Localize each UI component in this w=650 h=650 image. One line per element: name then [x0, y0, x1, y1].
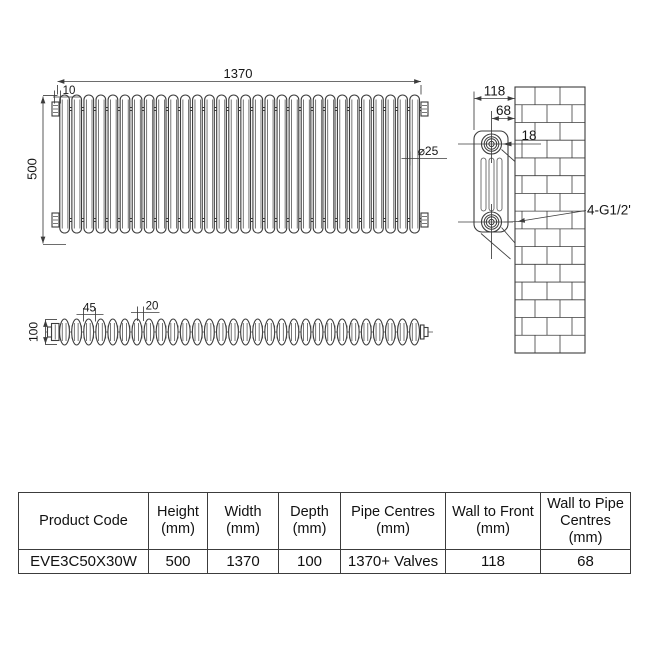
plan-section-oval	[155, 318, 167, 346]
spec-table: Product Code Height(mm) Width(mm) Depth(…	[18, 492, 631, 574]
tube-diameter-label: ⌀25	[418, 144, 439, 158]
header-line: Wall to Pipe	[547, 495, 624, 512]
header-line: (mm)	[376, 521, 410, 537]
radiator-front-columns	[52, 94, 428, 234]
cell-height: 500	[148, 549, 208, 574]
header-line: (mm)	[292, 521, 327, 537]
connection-spec-label: 4-G1/2'	[587, 203, 631, 218]
plan-section-oval	[276, 318, 288, 346]
radiator-technical-drawing: 1370 10 500 ⌀25	[25, 66, 631, 354]
plan-section-oval	[397, 318, 408, 346]
plan-section-oval	[203, 318, 215, 346]
front-offset-dim-label: 10	[63, 85, 76, 97]
front-height-dim-label: 500	[25, 158, 40, 180]
plan-section-oval	[348, 318, 360, 346]
header-line: Height	[157, 504, 199, 520]
plan-section-oval	[264, 318, 276, 346]
plan-section-oval	[240, 318, 252, 346]
side-column-slot	[496, 157, 503, 212]
header-line: Width	[224, 504, 262, 520]
front-view-drawing: 1370 10 500 ⌀25	[25, 66, 447, 245]
side-column-slot	[480, 157, 487, 212]
header-line: Pipe Centres	[351, 504, 435, 520]
plan-view-drawing: 45 20 100	[27, 301, 433, 346]
radiator-end-plugs	[51, 101, 429, 228]
radiator-plan-sections	[59, 318, 421, 346]
arrowhead	[503, 141, 512, 147]
spec-table-header-row: Product Code Height(mm) Width(mm) Depth(…	[18, 492, 631, 550]
plan-section-oval	[107, 318, 119, 346]
plan-section-oval	[191, 318, 203, 346]
plan-section-oval	[409, 318, 421, 346]
connection-leader-line	[517, 210, 587, 223]
header-line: (mm)	[161, 521, 195, 537]
spec-table-data-row: EVE3C50X30W 500 1370 100 1370+ Valves 11…	[18, 549, 631, 574]
col-header-height: Height(mm)	[148, 492, 208, 550]
cell-width: 1370	[207, 549, 279, 574]
plan-section-oval	[288, 318, 300, 346]
plan-section-oval	[59, 318, 70, 346]
plan-section-oval	[179, 318, 191, 346]
plan-section-oval	[324, 318, 336, 346]
plan-section-oval	[71, 318, 83, 346]
plan-section-oval	[336, 318, 348, 346]
pipe-line	[501, 227, 516, 244]
plan-depth-dim-label: 100	[27, 322, 41, 342]
col-header-depth: Depth(mm)	[278, 492, 341, 550]
plan-right-stub	[423, 326, 429, 338]
header-line: Depth	[290, 504, 329, 520]
col-header-product-code: Product Code	[18, 492, 149, 550]
plan-section-oval	[215, 318, 227, 346]
header-line: (mm)	[226, 521, 260, 537]
wall-to-front-dim-label: 118	[484, 84, 506, 99]
pipe-line	[501, 149, 516, 162]
cell-depth: 100	[278, 549, 341, 574]
header-line: (mm)	[568, 529, 603, 546]
wall-to-pipe-dim-label: 68	[496, 103, 511, 118]
front-width-dim-label: 1370	[224, 66, 253, 81]
cell-pipe-centres: 1370+ Valves	[340, 549, 446, 574]
pipe-line	[480, 233, 511, 260]
plan-section-oval	[167, 318, 179, 346]
col-header-wall-to-front: Wall to Front(mm)	[445, 492, 541, 550]
plan-section-oval	[384, 318, 396, 346]
plan-pitch-dim-label: 45	[83, 303, 96, 315]
cell-wall-to-pipe-centres: 68	[540, 549, 631, 574]
plan-left-stub	[46, 326, 53, 338]
plan-section-oval	[360, 318, 372, 346]
header-line: (mm)	[476, 521, 510, 537]
cell-product-code: EVE3C50X30W	[18, 549, 149, 574]
plan-section-oval	[252, 318, 264, 346]
plan-section-oval	[312, 318, 324, 346]
col-header-width: Width(mm)	[207, 492, 279, 550]
header-line: Wall to Front	[452, 504, 534, 520]
header-line: Product Code	[39, 512, 128, 529]
pipe-offset-dim-label: 18	[521, 128, 536, 143]
plan-section-oval	[228, 318, 239, 346]
plan-section-oval	[372, 318, 384, 346]
plan-spacing-dim-label: 20	[146, 301, 159, 313]
plan-section-oval	[143, 318, 155, 346]
side-view-drawing: 118 68 18 4-G1/2'	[458, 84, 631, 354]
plan-section-oval	[95, 318, 107, 346]
col-header-pipe-centres: Pipe Centres(mm)	[340, 492, 446, 550]
plan-section-oval	[300, 318, 312, 346]
plan-section-oval	[131, 318, 143, 346]
plan-section-oval	[83, 318, 95, 346]
connection-leader-tail	[503, 221, 519, 223]
cell-wall-to-front: 118	[445, 549, 541, 574]
plan-section-oval	[119, 318, 131, 346]
brick-wall	[514, 86, 586, 354]
header-line: Centres	[560, 512, 611, 529]
